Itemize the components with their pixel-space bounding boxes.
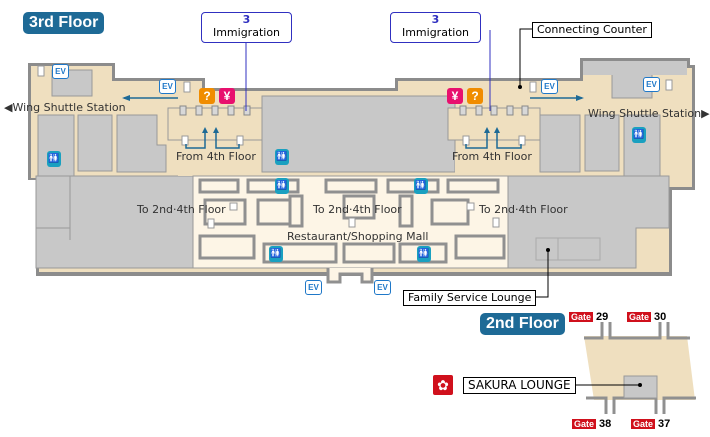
family-service-lounge-room bbox=[535, 237, 601, 261]
room bbox=[583, 61, 687, 75]
elevator-icon: EV bbox=[374, 280, 391, 295]
room bbox=[116, 114, 167, 173]
room bbox=[584, 114, 620, 172]
third-floor-badge: 3rd Floor bbox=[23, 12, 105, 34]
to-2nd-4th-floor-left: To 2nd·4th Floor bbox=[137, 203, 226, 216]
room bbox=[77, 114, 113, 172]
elevator-icon: EV bbox=[643, 77, 660, 92]
elevator-icon: EV bbox=[52, 64, 69, 79]
restroom-icon: 🚻 bbox=[275, 149, 289, 165]
escalator-icon bbox=[462, 135, 470, 146]
sakura-lounge-logo-icon: ✿ bbox=[433, 375, 453, 395]
escalator-icon bbox=[492, 217, 500, 228]
elevator-icon: EV bbox=[541, 79, 558, 94]
restroom-icon: 🚻 bbox=[269, 246, 283, 262]
escalator-icon bbox=[529, 81, 537, 93]
escalator-icon bbox=[518, 135, 526, 146]
family-service-lounge-label[interactable]: Family Service Lounge bbox=[403, 290, 537, 306]
escalator-icon bbox=[183, 81, 191, 93]
immigration-callout-right[interactable]: 3 Immigration bbox=[390, 12, 481, 43]
restroom-icon: 🚻 bbox=[632, 127, 646, 143]
immigration-number: 3 bbox=[242, 13, 251, 26]
escalator-icon bbox=[37, 65, 45, 77]
elevator-shaft-icon bbox=[229, 202, 238, 211]
restaurant-shopping-mall-label: Restaurant/Shopping Mall bbox=[287, 230, 429, 243]
escalator-icon bbox=[348, 217, 356, 228]
currency-exchange-icon: ¥ bbox=[219, 88, 235, 104]
room bbox=[539, 114, 581, 173]
elevator-shaft-icon bbox=[466, 202, 475, 211]
wing-shuttle-right-label[interactable]: Wing Shuttle Station▶ bbox=[588, 107, 710, 120]
escalator-icon bbox=[207, 218, 215, 229]
elevator-icon: EV bbox=[305, 280, 322, 295]
restroom-icon: 🚻 bbox=[275, 178, 289, 194]
second-floor-area bbox=[584, 336, 695, 400]
escalator-icon bbox=[181, 135, 189, 146]
from-4th-floor-right: From 4th Floor bbox=[452, 150, 532, 163]
left-arrow-icon: ◀ bbox=[4, 101, 13, 114]
restroom-icon: 🚻 bbox=[417, 246, 431, 262]
information-icon: ? bbox=[199, 88, 215, 104]
currency-exchange-icon: ¥ bbox=[447, 88, 463, 104]
restroom-icon: 🚻 bbox=[414, 178, 428, 194]
room bbox=[261, 95, 456, 173]
escalator-icon bbox=[236, 135, 244, 146]
room bbox=[35, 175, 194, 269]
immigration-callout-left[interactable]: 3 Immigration bbox=[201, 12, 292, 43]
to-2nd-4th-floor-right: To 2nd·4th Floor bbox=[479, 203, 568, 216]
immigration-label: Immigration bbox=[212, 26, 281, 39]
sakura-lounge-label[interactable]: SAKURA LOUNGE bbox=[463, 377, 576, 394]
second-floor-badge: 2nd Floor bbox=[480, 313, 565, 335]
information-icon: ? bbox=[467, 88, 483, 104]
immigration-number: 3 bbox=[431, 13, 440, 26]
connecting-counter-label[interactable]: Connecting Counter bbox=[532, 22, 652, 38]
escalator-icon bbox=[665, 79, 673, 91]
to-2nd-4th-floor-center: To 2nd·4th Floor bbox=[313, 203, 402, 216]
right-arrow-icon: ▶ bbox=[701, 107, 710, 120]
restroom-icon: 🚻 bbox=[47, 151, 61, 167]
immigration-label: Immigration bbox=[401, 26, 470, 39]
wing-shuttle-left-label[interactable]: ◀Wing Shuttle Station bbox=[4, 101, 126, 114]
from-4th-floor-left: From 4th Floor bbox=[176, 150, 256, 163]
elevator-icon: EV bbox=[159, 79, 176, 94]
sakura-lounge-room bbox=[623, 375, 658, 399]
